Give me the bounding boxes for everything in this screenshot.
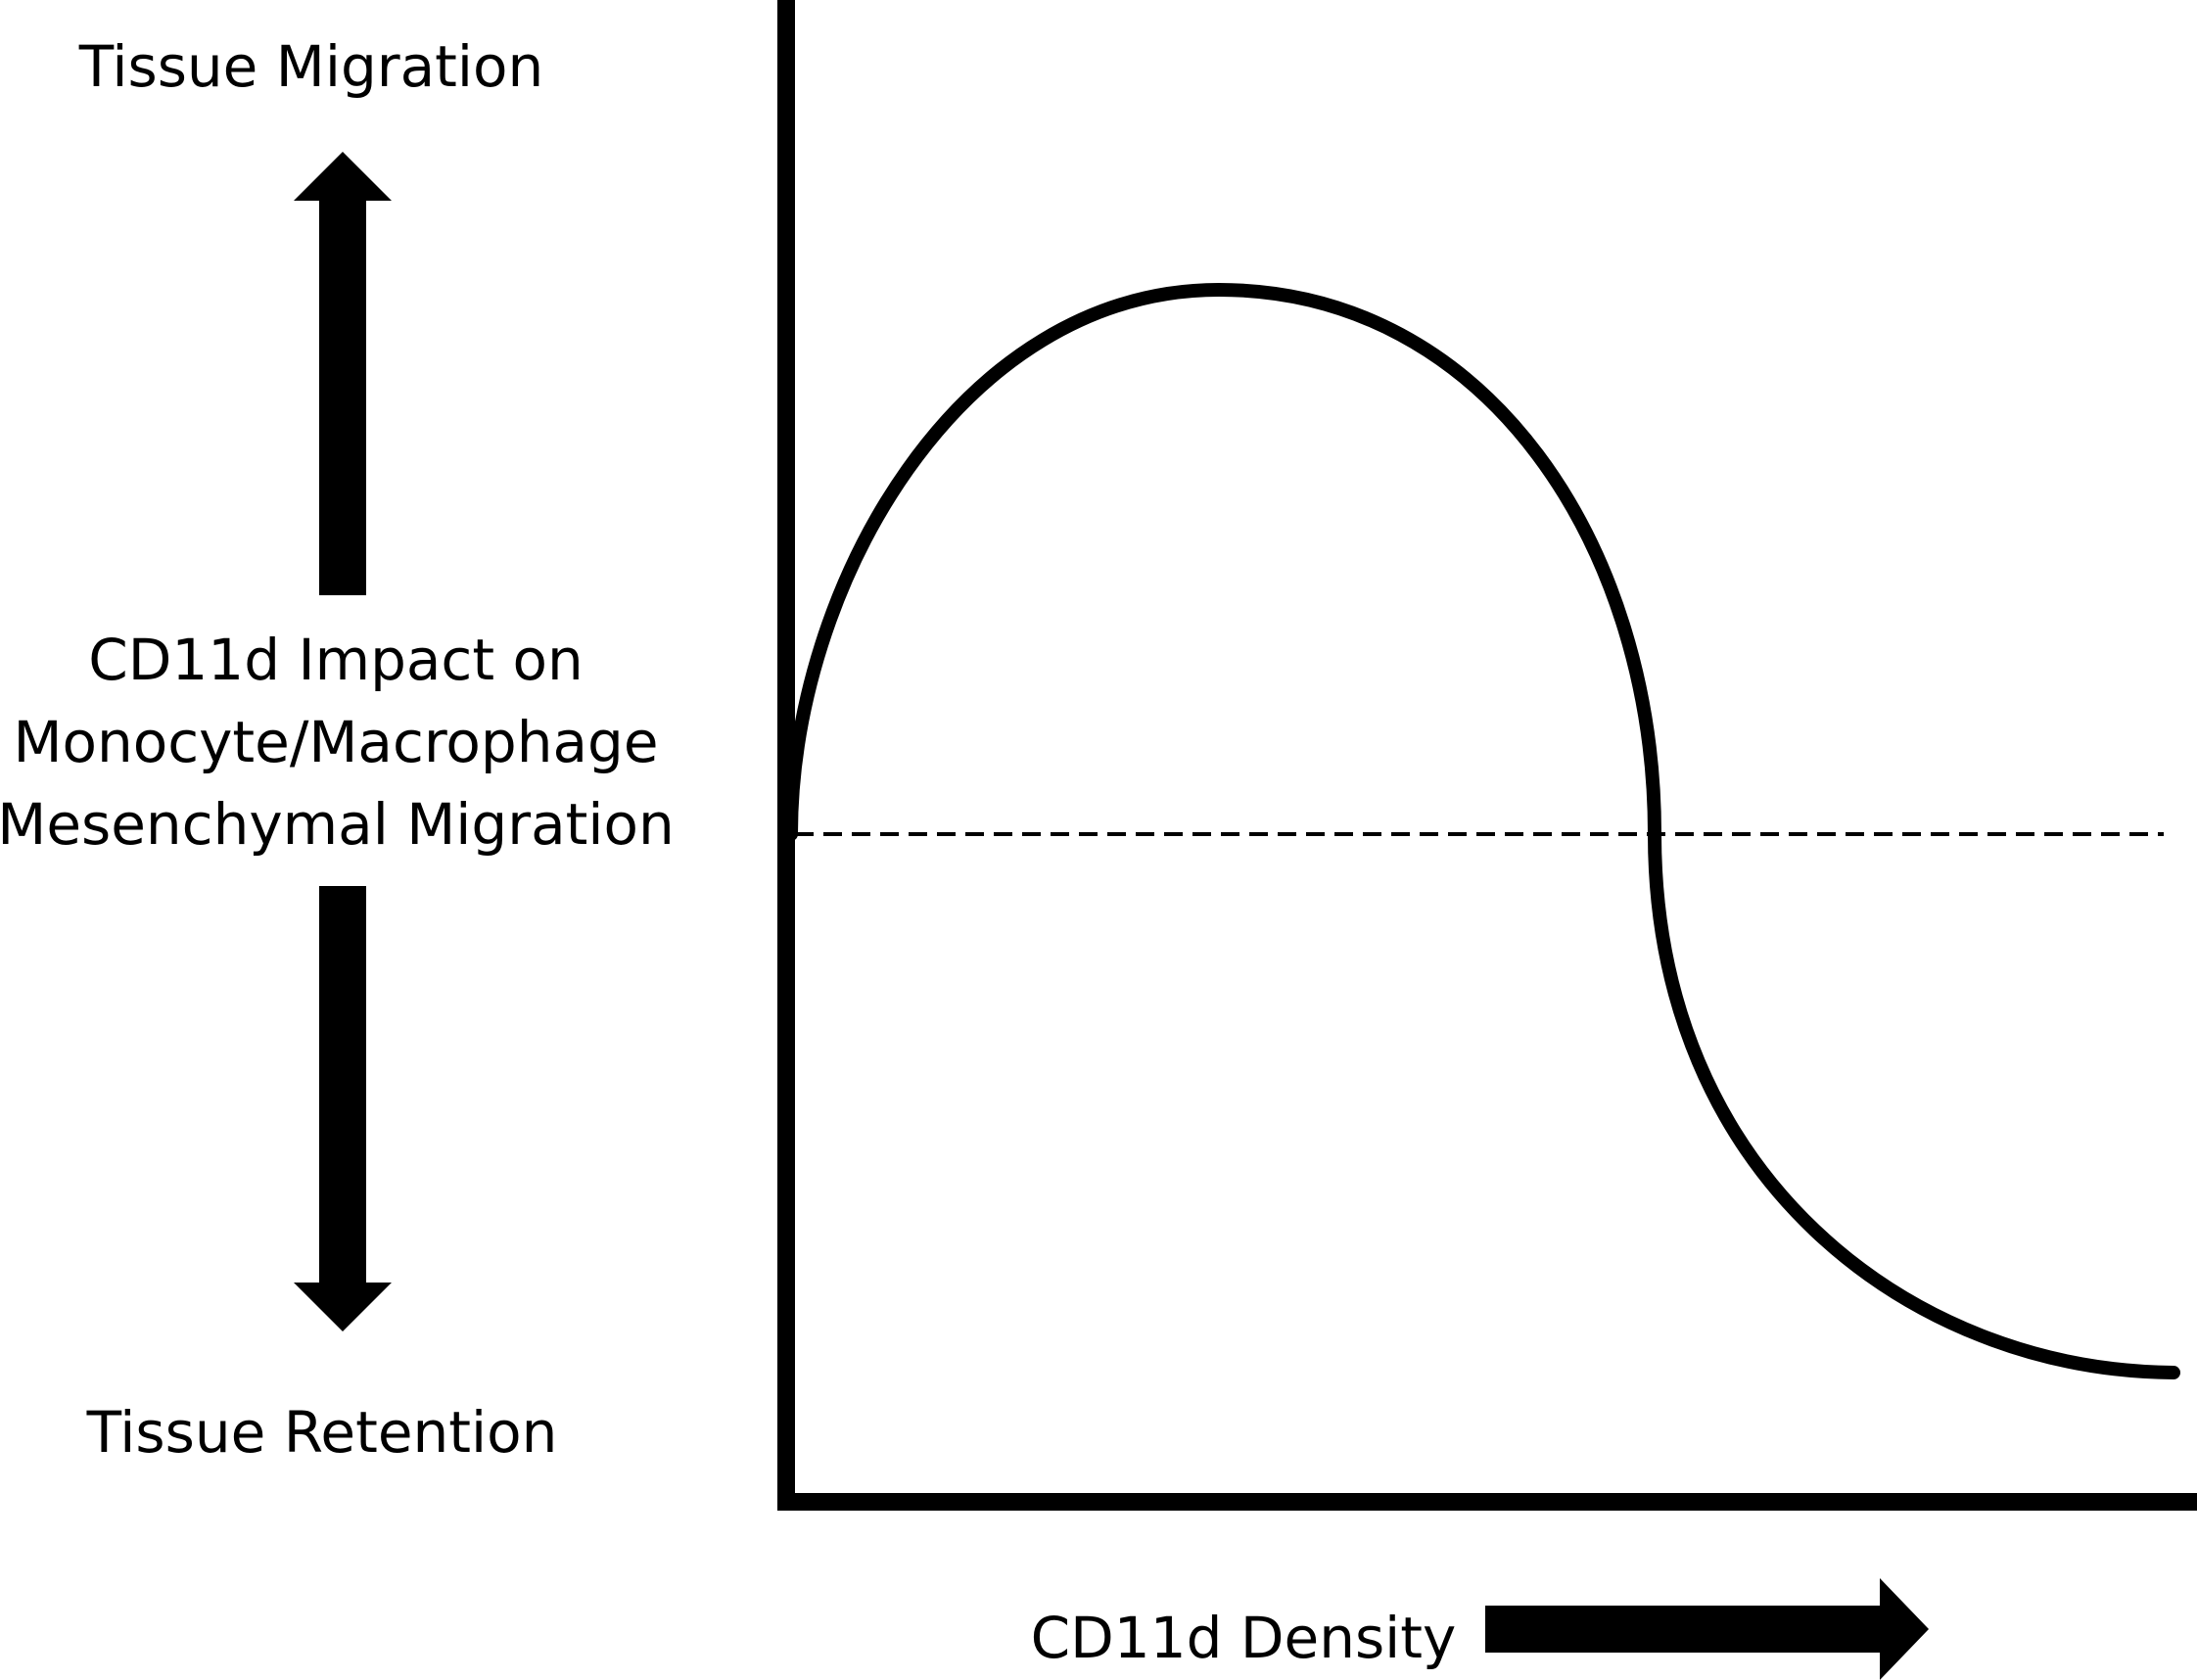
tissue-retention-label: Tissue Retention bbox=[86, 1399, 558, 1466]
impact-label-line3: Mesenchymal Migration bbox=[0, 791, 675, 858]
axes bbox=[777, 0, 2197, 1511]
arrow-right-icon bbox=[1485, 1578, 1929, 1680]
impact-label-line1: CD11d Impact on bbox=[88, 627, 584, 693]
arrow-up-icon bbox=[294, 152, 392, 595]
tissue-migration-label: Tissue Migration bbox=[78, 33, 544, 100]
arrow-down-icon bbox=[294, 886, 392, 1331]
response-curve bbox=[784, 283, 2180, 1379]
x-axis-label: CD11d Density bbox=[1031, 1605, 1457, 1671]
impact-label-line2: Monocyte/Macrophage bbox=[13, 709, 658, 775]
